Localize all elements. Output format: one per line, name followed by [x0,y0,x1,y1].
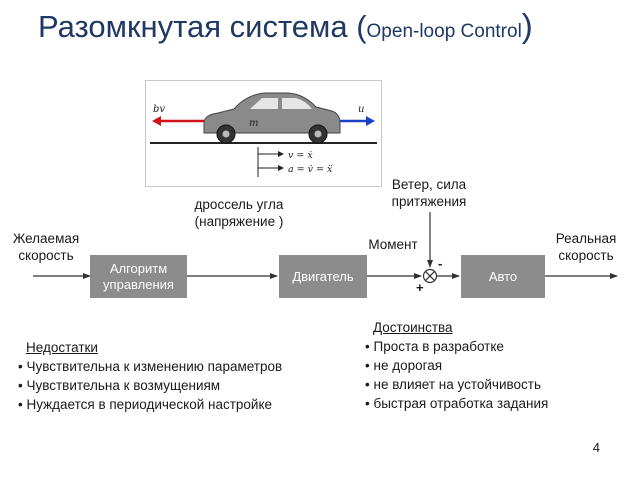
input-label: Желаемая скорость [12,231,80,263]
drawbacks-list: Недостатки Чувствительна к изменению пар… [18,338,348,414]
list-item: Чувствительна к возмущениям [18,376,348,395]
drawbacks-heading: Недостатки [26,340,98,355]
summing-junction [422,268,438,284]
mass-label: m [249,118,258,129]
engine-block: Двигатель [279,255,367,298]
list-item: Чувствительна к изменению параметров [18,357,348,376]
plus-sign: + [416,280,424,295]
car-window-front [250,98,278,109]
list-item: Нуждается в периодической настройке [18,395,348,414]
slide-title: Разомкнутая система (Open-loop Control) [38,2,618,56]
advantages-list: Достоинства Проста в разработке не дорог… [365,318,605,413]
list-item: не влияет на устойчивость [365,375,605,394]
title-close: ) [521,7,533,44]
list-item: не дорогая [365,356,605,375]
page-number: 4 [592,440,600,455]
car-illustration: bv u m v = ẋ a = v̇ = ẍ [150,92,377,177]
eq-velocity: v = ẋ [288,150,313,161]
controller-block: Алгоритм управления [90,255,187,298]
plant-block-label: Авто [488,268,518,284]
list-item: быстрая отработка задания [365,394,605,413]
eq-acceleration: a = v̇ = ẍ [288,164,333,175]
car-figure: bv u m v = ẋ a = v̇ = ẍ [145,80,382,187]
force-right-label: u [358,104,364,115]
controller-block-label: Алгоритм управления [103,260,174,292]
minus-sign: - [438,256,443,271]
disturbance-label: Ветер, сила притяжения [391,177,467,209]
advantages-heading: Достоинства [373,320,453,335]
plant-block: Авто [461,255,545,298]
throttle-label: дроссель угла (напряжение ) [194,197,284,229]
car-window-rear [282,98,312,109]
list-item: Проста в разработке [365,337,605,356]
title-main: Разомкнутая система ( [38,9,367,44]
title-sub: Open-loop Control [366,21,522,42]
engine-block-label: Двигатель [292,268,354,284]
torque-label: Момент [368,237,418,252]
force-left-label: bv [153,104,165,115]
output-label: Реальная скорость [555,231,617,263]
